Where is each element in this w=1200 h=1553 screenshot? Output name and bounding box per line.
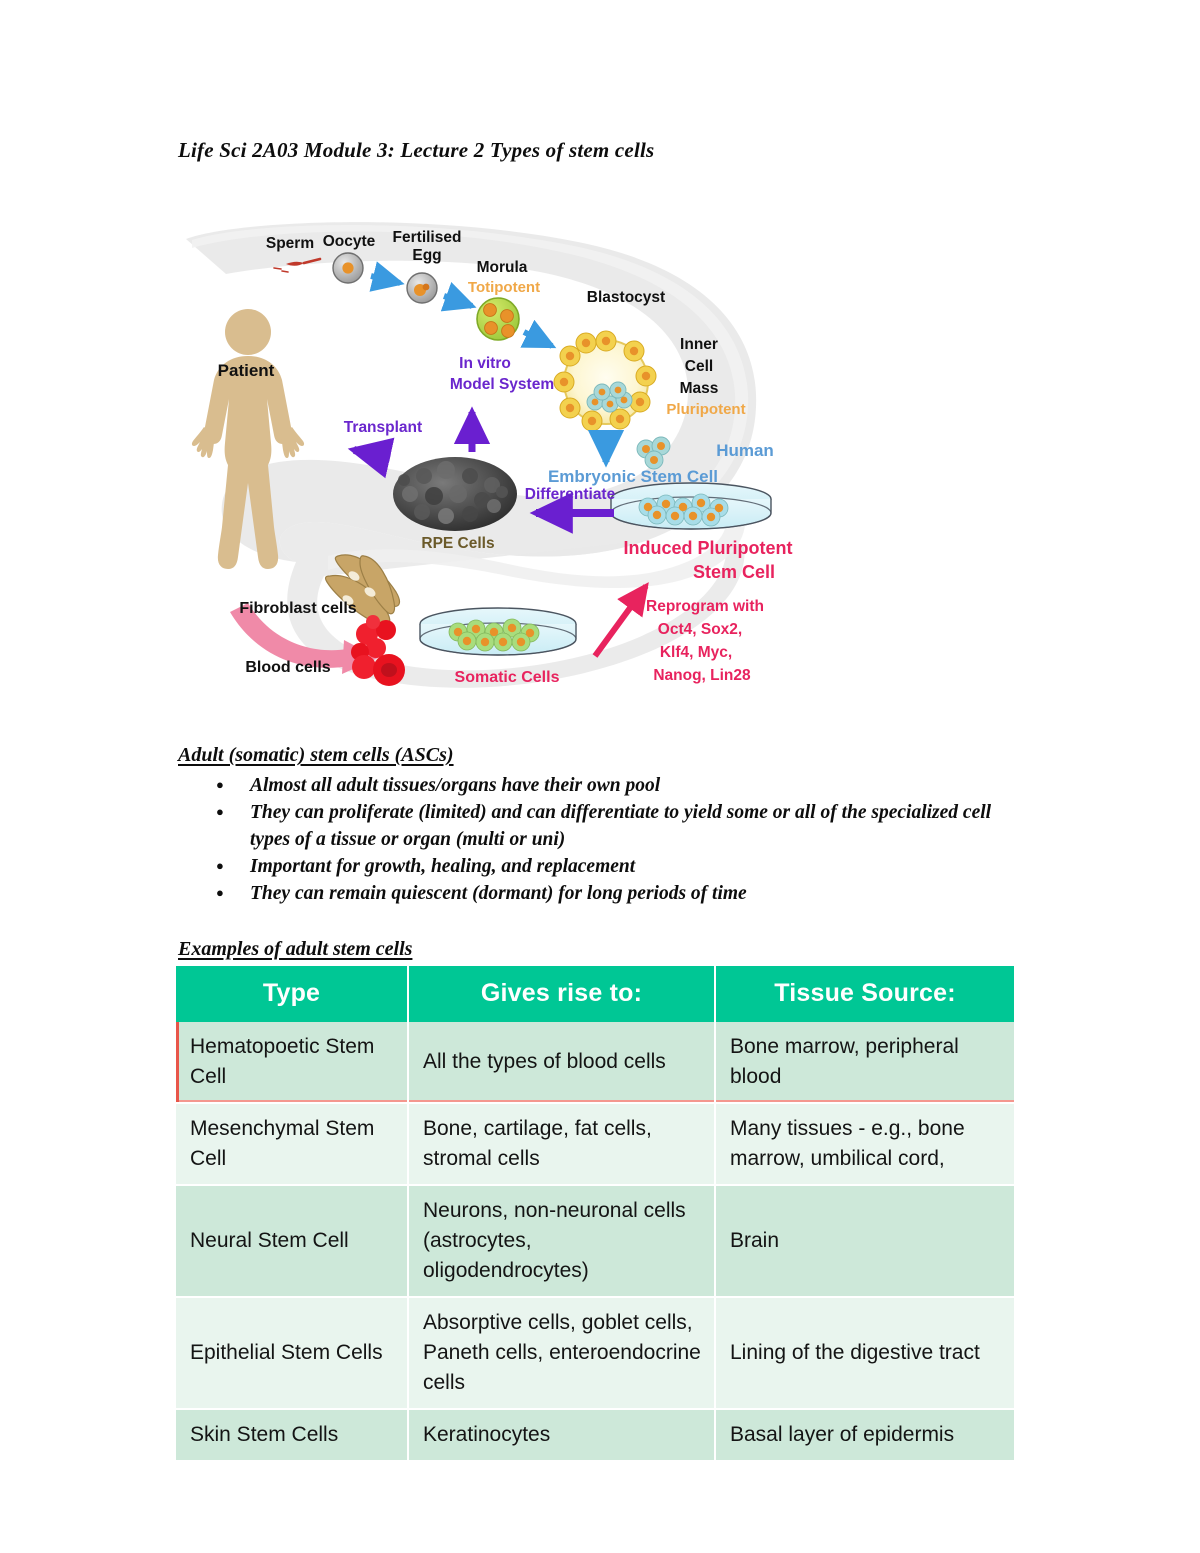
cell-gives-rise-to: Neurons, non-neuronal cells (astrocytes,…	[408, 1185, 716, 1298]
cell-tissue-source: Lining of the digestive tract	[715, 1297, 1014, 1410]
arrow-transplant	[347, 437, 395, 479]
label-totipotent: Totipotent	[468, 279, 540, 296]
hesc-cell-cluster	[636, 436, 671, 470]
list-item: Almost all adult tissues/organs have the…	[178, 771, 1008, 799]
label-rpe-cells: RPE Cells	[421, 535, 494, 552]
cell-gives-rise-to: Keratinocytes	[408, 1409, 716, 1462]
adult-stem-cell-examples-table: Type Gives rise to: Tissue Source: Hemat…	[176, 966, 1014, 1462]
label-reprogram-line1: Reprogram with	[646, 598, 764, 615]
label-human: Human	[716, 441, 774, 460]
page-title: Life Sci 2A03 Module 3: Lecture 2 Types …	[178, 138, 655, 162]
somatic-cells-dish-illustration	[419, 607, 577, 656]
table-row[interactable]: Neural Stem Cell Neurons, non-neuronal c…	[176, 1185, 1014, 1298]
arrow-cleavage	[440, 282, 477, 312]
cell-tissue-source: Many tissues - e.g., bone marrow, umbili…	[715, 1103, 1014, 1186]
label-ipsc-line1: Induced Pluripotent	[624, 538, 793, 558]
cell-type: Skin Stem Cells	[176, 1409, 409, 1462]
label-transplant: Transplant	[344, 419, 422, 436]
table-row[interactable]: Epithelial Stem Cells Absorptive cells, …	[176, 1297, 1014, 1410]
table-row[interactable]: Skin Stem Cells Keratinocytes Basal laye…	[176, 1409, 1014, 1462]
cell-gives-rise-to: Absorptive cells, goblet cells, Paneth c…	[408, 1297, 716, 1410]
cell-gives-rise-to: All the types of blood cells	[408, 1022, 716, 1104]
blastocyst-illustration	[553, 330, 657, 432]
blood-cells-illustration	[351, 615, 405, 686]
label-inner-cell-mass-line2: Cell	[685, 358, 713, 375]
cell-type: Hematopoetic Stem Cell	[176, 1022, 409, 1104]
ipsc-dish-illustration	[610, 482, 772, 530]
stem-cell-diagram: Sperm Oocyte Fertilised Egg	[178, 204, 833, 714]
table-row[interactable]: Mesenchymal Stem Cell Bone, cartilage, f…	[176, 1103, 1014, 1186]
list-item: Important for growth, healing, and repla…	[178, 852, 1008, 880]
column-header-gives-rise-to: Gives rise to:	[408, 966, 716, 1022]
column-header-tissue-source: Tissue Source:	[715, 966, 1014, 1022]
label-in-vitro-line2: Model System	[450, 376, 554, 393]
label-blood-cells: Blood cells	[245, 659, 330, 676]
label-in-vitro-line1: In vitro	[459, 355, 511, 372]
label-morula: Morula	[477, 259, 528, 276]
cell-tissue-source: Bone marrow, peripheral blood	[715, 1022, 1014, 1104]
column-header-type: Type	[176, 966, 409, 1022]
fertilised-egg-illustration	[406, 272, 438, 304]
asc-bullet-list: Almost all adult tissues/organs have the…	[178, 771, 1008, 907]
morula-illustration	[476, 297, 520, 341]
label-fibroblast-cells: Fibroblast cells	[239, 600, 356, 617]
cell-tissue-source: Basal layer of epidermis	[715, 1409, 1014, 1462]
label-reprogram-line3: Klf4, Myc,	[660, 644, 732, 661]
label-pluripotent: Pluripotent	[666, 401, 745, 418]
label-embryonic-stem-cell: Embryonic Stem Cell	[548, 467, 718, 486]
label-inner-cell-mass-line1: Inner	[680, 336, 718, 353]
rpe-cells-illustration	[393, 457, 517, 531]
list-item: They can proliferate (limited) and can d…	[178, 798, 1008, 853]
section-heading-examples: Examples of adult stem cells	[178, 938, 413, 960]
arrow-blastulation	[520, 319, 557, 349]
label-reprogram-line4: Nanog, Lin28	[653, 667, 751, 684]
label-fertilised-egg-line1: Fertilised	[393, 229, 462, 246]
cell-gives-rise-to: Bone, cartilage, fat cells, stromal cell…	[408, 1103, 716, 1186]
fibroblast-cells-illustration	[324, 554, 401, 627]
label-blastocyst: Blastocyst	[587, 289, 665, 306]
cell-type: Epithelial Stem Cells	[176, 1297, 409, 1410]
oocyte-illustration	[332, 252, 364, 284]
label-ipsc-line2: Stem Cell	[693, 562, 775, 582]
label-inner-cell-mass-line3: Mass	[680, 380, 719, 397]
label-sperm: Sperm	[266, 235, 314, 252]
cell-tissue-source: Brain	[715, 1185, 1014, 1298]
arrow-reprogram	[592, 582, 649, 658]
section-heading-asc: Adult (somatic) stem cells (ASCs)	[178, 744, 454, 766]
label-fertilised-egg-line2: Egg	[412, 247, 441, 264]
label-somatic-cells: Somatic Cells	[455, 669, 560, 686]
cell-type: Mesenchymal Stem Cell	[176, 1103, 409, 1186]
patient-illustration	[191, 309, 305, 569]
label-differentiate: Differentiate	[525, 486, 616, 503]
sperm-illustration	[273, 257, 322, 273]
label-patient: Patient	[218, 361, 275, 380]
label-reprogram-line2: Oct4, Sox2,	[658, 621, 742, 638]
cell-type: Neural Stem Cell	[176, 1185, 409, 1298]
arrow-fertilisation	[369, 261, 405, 292]
inner-cell-mass-cluster	[586, 381, 633, 413]
table-header-row: Type Gives rise to: Tissue Source:	[176, 966, 1014, 1022]
list-item: They can remain quiescent (dormant) for …	[178, 879, 1008, 907]
label-oocyte: Oocyte	[323, 233, 376, 250]
table-row[interactable]: Hematopoetic Stem Cell All the types of …	[176, 1022, 1014, 1104]
